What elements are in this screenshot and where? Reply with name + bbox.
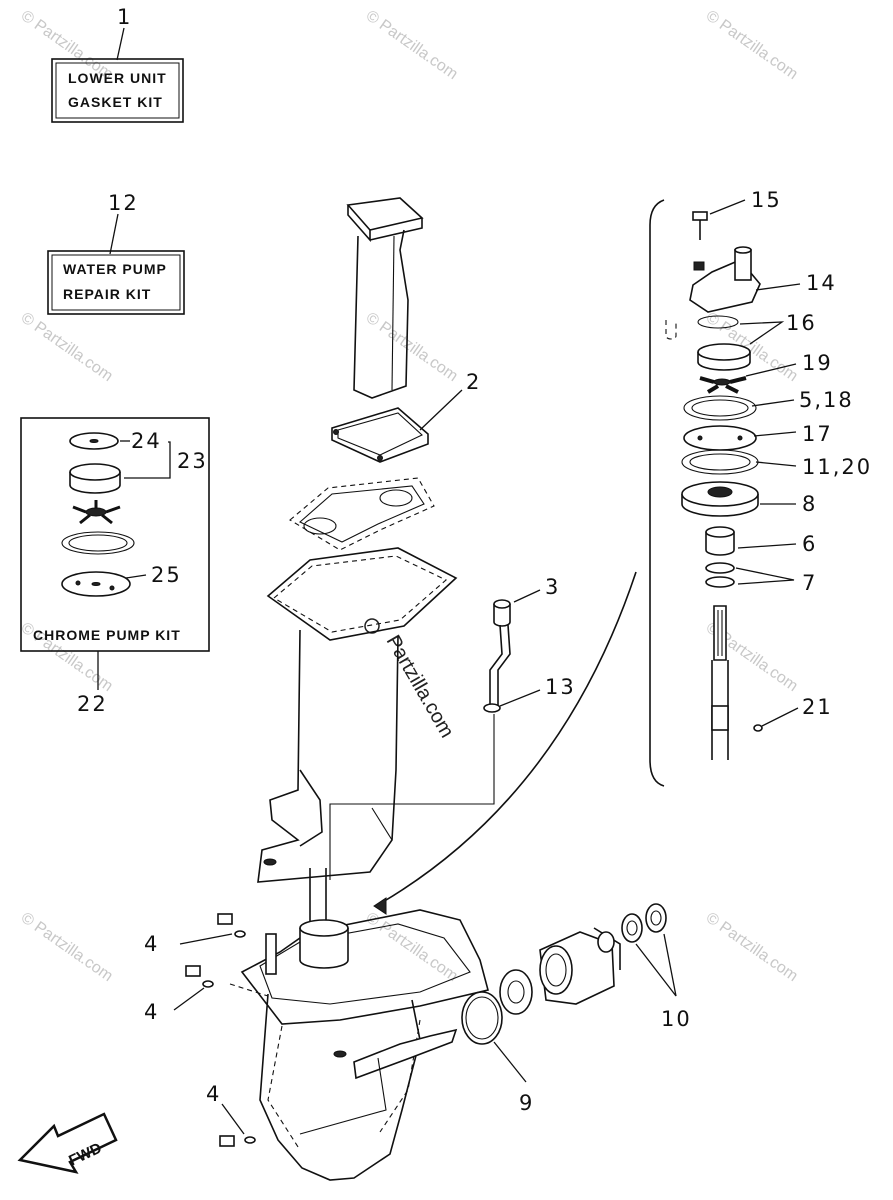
watermark-center: Partzilla.com <box>382 632 458 742</box>
kit-label-line2: GASKET KIT <box>68 94 163 110</box>
water-tube-3: 3 13 <box>329 575 576 880</box>
impeller-icon <box>699 376 747 394</box>
callout-11-20: 11,20 <box>802 455 872 479</box>
callout-9: 9 <box>519 1091 534 1115</box>
leader-line <box>116 27 125 61</box>
callout-12: 12 <box>108 191 139 215</box>
callout-4: 4 <box>206 1082 221 1106</box>
callout-4: 4 <box>144 932 159 956</box>
gasket <box>61 531 135 555</box>
kit-water-pump: 12 WATER PUMP REPAIR KIT <box>47 191 185 315</box>
callout-8: 8 <box>802 492 817 516</box>
kit-box <box>51 58 184 123</box>
kit-box-inner <box>55 62 180 119</box>
leader-line <box>109 213 119 255</box>
o-ring-9 <box>461 991 503 1045</box>
callout-23: 23 <box>177 449 208 473</box>
callout-24: 24 <box>131 429 162 453</box>
callout-1: 1 <box>117 5 132 29</box>
watermark: © Partzilla.com <box>18 909 116 985</box>
watermark: © Partzilla.com <box>18 309 116 385</box>
propshaft-seals: 9 10 <box>461 903 692 1115</box>
callout-4: 4 <box>144 1000 159 1024</box>
callout-5-18: 5,18 <box>799 388 854 412</box>
callout-25: 25 <box>151 563 182 587</box>
upper-casing-tube <box>346 197 424 399</box>
watermark: © Partzilla.com <box>363 309 461 385</box>
kit-box <box>20 417 210 652</box>
copyright-icon <box>364 618 380 634</box>
callout-13: 13 <box>545 675 576 699</box>
kit-chrome-pump: 24 23 25 CHROME PUMP KIT 22 <box>20 417 210 716</box>
callout-3: 3 <box>545 575 560 599</box>
gasket-2: 2 <box>331 370 481 463</box>
kit-label: CHROME PUMP KIT <box>33 627 181 643</box>
upper-casing-body <box>257 547 458 883</box>
pump-exploded-group: 15 14 16 19 5,18 17 <box>373 188 872 915</box>
callout-17: 17 <box>802 422 833 446</box>
callout-7: 7 <box>802 571 817 595</box>
callout-22: 22 <box>77 692 108 716</box>
callout-14: 14 <box>806 271 837 295</box>
callout-15: 15 <box>751 188 782 212</box>
kit-label-line2: REPAIR KIT <box>63 286 151 302</box>
kit-box-inner <box>51 254 181 311</box>
casing-gasket <box>289 477 435 551</box>
callout-16: 16 <box>786 311 817 335</box>
gearcase <box>240 909 489 1181</box>
callout-6: 6 <box>802 532 817 556</box>
callout-10: 10 <box>661 1007 692 1031</box>
bolt-group-4: 4 4 4 <box>144 913 269 1147</box>
watermark: © Partzilla.com <box>363 909 461 985</box>
fwd-arrow-icon: FWD <box>17 1112 118 1174</box>
watermark: © Partzilla.com <box>703 7 801 83</box>
callout-19: 19 <box>802 351 833 375</box>
callout-2: 2 <box>466 370 481 394</box>
kit-lower-unit: 1 LOWER UNIT GASKET KIT <box>51 5 184 123</box>
impeller-icon <box>72 500 121 525</box>
kit-box <box>47 250 185 315</box>
kit-label-line1: WATER PUMP <box>63 261 167 277</box>
callout-21: 21 <box>802 695 833 719</box>
watermark: © Partzilla.com <box>703 909 801 985</box>
watermark: © Partzilla.com <box>363 7 461 83</box>
kit-label-line1: LOWER UNIT <box>68 70 167 86</box>
